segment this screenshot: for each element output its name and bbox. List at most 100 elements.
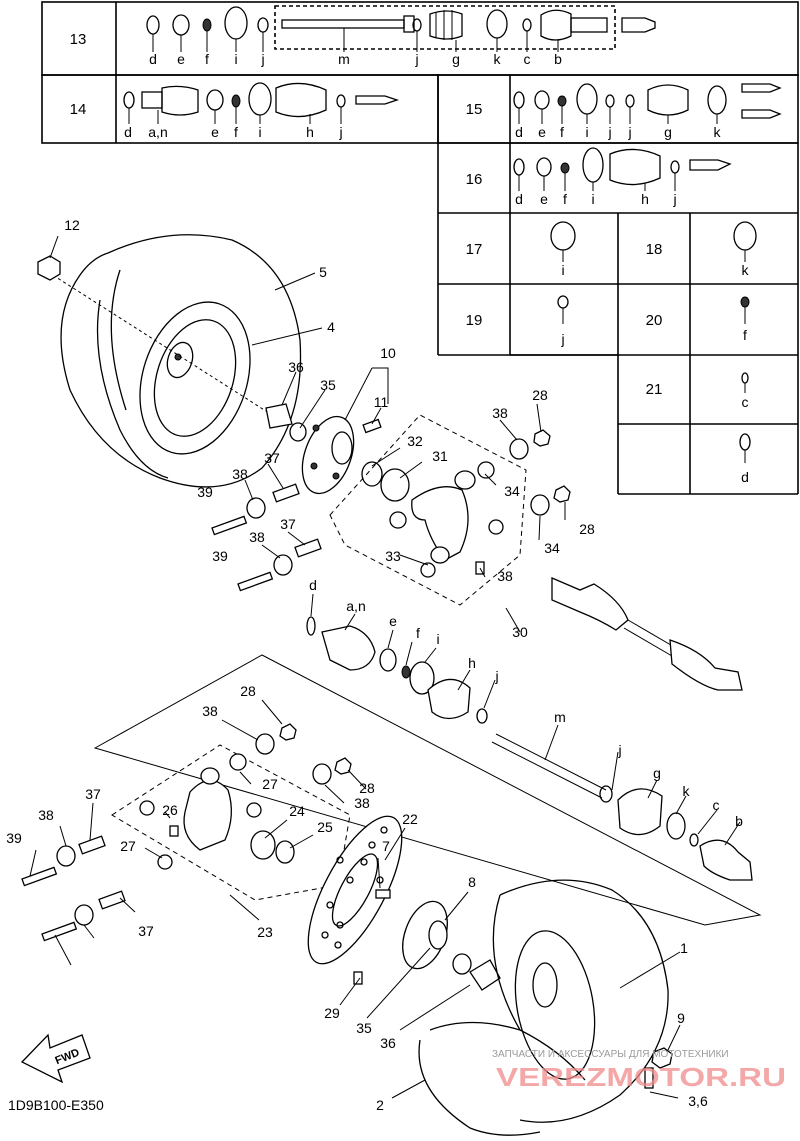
svg-text:32: 32 [407,433,423,449]
svg-text:k: k [683,783,691,799]
svg-text:d: d [124,124,132,140]
row-15-parts [513,83,782,119]
svg-text:c: c [713,797,720,813]
lower-tire [418,879,669,1136]
lower-cv-joint [599,785,753,881]
svg-text:e: e [538,124,546,140]
upper-knuckle [361,461,504,578]
lower-wheel-rim [514,930,673,1089]
upper-tire [60,234,302,488]
svg-text:j: j [607,124,611,140]
row-21-label: 21 [646,381,663,398]
svg-text:38: 38 [232,466,248,482]
row-13-label: 13 [70,31,87,48]
svg-text:24: 24 [289,803,305,819]
svg-text:39: 39 [6,830,22,846]
lower-knuckle [139,753,295,870]
svg-text:35: 35 [356,1020,372,1036]
svg-text:5: 5 [319,264,327,280]
svg-text:39: 39 [212,548,228,564]
row-15-letters: d e f i j j g k [515,106,722,140]
callout-labels: 12 5 4 10 36 35 11 28 38 32 31 34 37 39 … [6,217,743,1113]
svg-text:31: 31 [432,448,448,464]
svg-text:12: 12 [64,217,80,233]
svg-text:a,n: a,n [346,598,365,614]
svg-text:i: i [585,124,588,140]
svg-text:2: 2 [376,1097,384,1113]
svg-text:i: i [591,191,594,207]
svg-text:38: 38 [249,529,265,545]
svg-text:25: 25 [317,819,333,835]
row-13-parts [146,6,656,41]
svg-text:h: h [468,655,476,671]
svg-text:38: 38 [202,703,218,719]
svg-text:e: e [211,124,219,140]
svg-text:28: 28 [240,683,256,699]
svg-text:27: 27 [120,838,136,854]
svg-text:4: 4 [327,319,335,335]
parts-table [41,1,799,495]
svg-text:30: 30 [512,624,528,640]
svg-text:c: c [524,51,531,67]
svg-text:35: 35 [320,377,336,393]
svg-text:37: 37 [138,923,154,939]
svg-text:i: i [258,124,261,140]
svg-text:34: 34 [504,483,520,499]
svg-text:36: 36 [380,1035,396,1051]
svg-text:38: 38 [38,807,54,823]
svg-text:g: g [664,124,672,140]
svg-text:28: 28 [532,387,548,403]
svg-text:d: d [309,577,317,593]
svg-text:d: d [515,191,523,207]
svg-text:39: 39 [197,484,213,500]
svg-text:j: j [617,742,621,758]
svg-text:d: d [149,51,157,67]
lower-arm-bushings [21,723,352,942]
row-16-letters: d e f i h j [515,173,677,207]
svg-text:j: j [672,191,676,207]
svg-text:29: 29 [324,1005,340,1021]
svg-text:34: 34 [544,540,560,556]
svg-text:j: j [494,668,498,684]
svg-text:37: 37 [264,450,280,466]
svg-text:11: 11 [374,394,389,410]
svg-text:j: j [260,51,264,67]
row-18-label: 18 [646,241,663,258]
row-17-label: 17 [466,241,483,258]
row-19-label: 19 [466,312,483,329]
svg-text:f: f [416,625,420,641]
callout-leaders [29,235,741,1099]
diagram-code: 1D9B100-E350 [8,1097,104,1113]
brake-disc [307,815,403,965]
lower-dashed-group-23 [111,744,351,901]
svg-text:33: 33 [385,548,401,564]
svg-text:f: f [205,51,209,67]
row-14-parts [123,82,400,118]
svg-text:k: k [714,124,722,140]
row-14-label: 14 [70,101,87,118]
svg-text:d: d [515,124,523,140]
svg-text:j: j [414,51,418,67]
upper-drive-shaft [551,577,743,691]
watermark-line2: VEREZMOTOR.RU [496,1062,786,1092]
svg-text:e: e [177,51,185,67]
svg-text:10: 10 [380,345,396,361]
svg-text:i: i [561,262,564,278]
watermark-line1: ЗАПЧАСТИ И АКСЕССУАРЫ ДЛЯ МОТОТЕХНИКИ [492,1049,729,1060]
svg-text:7: 7 [382,838,390,854]
upper-arm-bushings [211,429,571,592]
svg-text:k: k [742,262,750,278]
svg-text:37: 37 [85,786,101,802]
svg-text:b: b [554,51,562,67]
svg-text:37: 37 [280,516,296,532]
svg-text:j: j [627,124,631,140]
svg-text:28: 28 [359,780,375,796]
svg-text:b: b [735,813,743,829]
lower-group-outline [93,654,762,926]
svg-text:38: 38 [492,405,508,421]
upper-cv-joint-exploded [306,616,607,799]
svg-text:f: f [743,327,747,343]
svg-text:a,n: a,n [148,124,167,140]
svg-text:9: 9 [677,1010,685,1026]
